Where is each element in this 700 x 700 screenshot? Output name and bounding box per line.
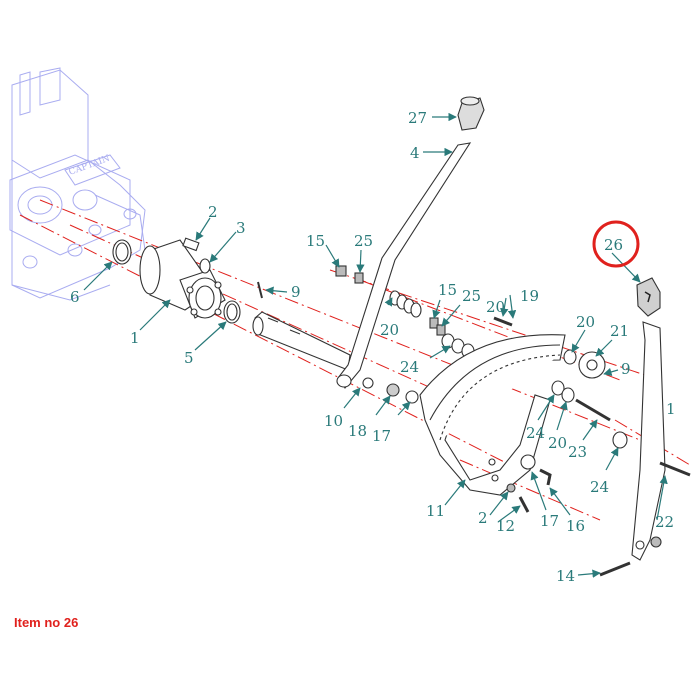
part-1-housing: [139, 239, 226, 319]
callout-14: 14: [556, 567, 575, 585]
part-19-bolt: [493, 316, 513, 327]
callout-15: 15: [306, 232, 325, 250]
callout-20: 20: [576, 313, 595, 331]
part-4-lever: [336, 142, 472, 389]
callout-22: 22: [655, 513, 674, 531]
callout-2: 2: [208, 203, 218, 221]
callout-9: 9: [621, 360, 631, 378]
callout-24: 24: [526, 424, 545, 442]
highlight-circle-26: [592, 220, 640, 268]
callout-24: 24: [400, 358, 419, 376]
part-20-washers: [389, 290, 422, 318]
part-22-bolt: [659, 461, 691, 477]
callout-23: 23: [568, 443, 587, 461]
callout-15: 15: [438, 281, 457, 299]
callout-16: 16: [566, 517, 585, 535]
callout-labels: 27 4 2 3 6 1 5 9 15 25 15 25 20 19 20 24…: [70, 109, 676, 585]
callout-27: 27: [408, 109, 427, 127]
callout-24: 24: [590, 478, 609, 496]
callout-5: 5: [184, 349, 194, 367]
callout-11: 11: [426, 502, 445, 520]
callout-20: 20: [486, 298, 505, 316]
part-23-bolt: [575, 398, 611, 422]
ghost-control-valve: CAPTAIN: [9, 67, 146, 301]
callout-4: 4: [410, 144, 420, 162]
callout-25: 25: [354, 232, 373, 250]
callout-20: 20: [548, 434, 567, 452]
callout-17: 17: [540, 512, 559, 530]
leader-lines: [83, 112, 668, 578]
callout-19: 19: [520, 287, 539, 305]
callout-1: 1: [130, 329, 140, 347]
callout-10: 10: [324, 412, 343, 430]
part-14-bolt: [599, 561, 631, 577]
callout-18: 18: [348, 422, 367, 440]
part-3-fitting: [199, 258, 211, 274]
callout-25: 25: [462, 287, 481, 305]
callout-3: 3: [236, 219, 246, 237]
callout-6: 6: [70, 288, 80, 306]
part-26-knob: [636, 277, 661, 317]
callout-20: 20: [380, 321, 399, 339]
callout-9: 9: [291, 283, 301, 301]
callout-12: 12: [496, 517, 515, 535]
item-caption: Item no 26: [14, 615, 79, 630]
callout-21: 21: [610, 322, 629, 340]
part-9-pin: [257, 281, 263, 299]
callout-26: 26: [604, 236, 623, 254]
callout-17: 17: [372, 427, 391, 445]
callout-1: 1: [666, 400, 676, 418]
callout-2: 2: [478, 509, 488, 527]
part-15-nut: [335, 265, 347, 277]
parts: [112, 96, 691, 577]
part-27-knob: [457, 96, 485, 131]
part-1-right-lever: [631, 321, 666, 561]
part-25-nut: [354, 272, 364, 284]
part-2-fitting: [182, 237, 200, 252]
